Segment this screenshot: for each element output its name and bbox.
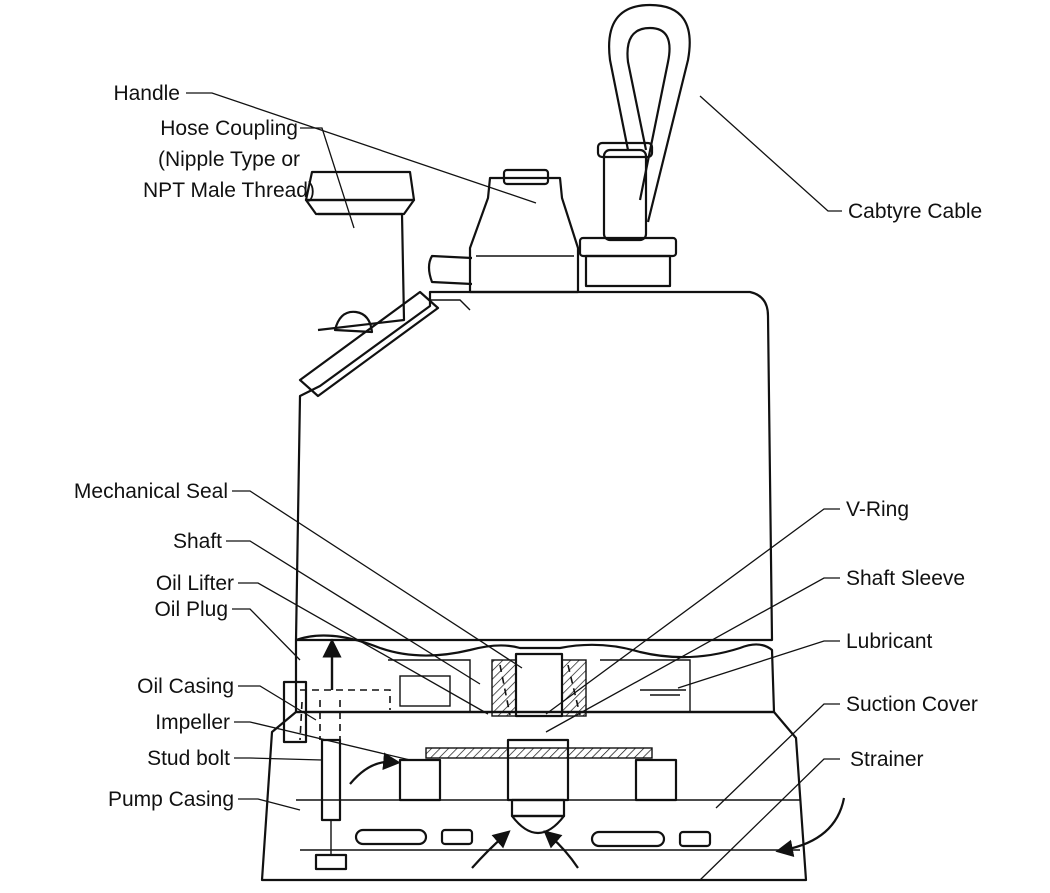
strainer-slots [354, 828, 712, 848]
cable-cap [578, 236, 678, 288]
label-hose-coupling-note-1: (Nipple Type or [158, 148, 300, 171]
cable-loop [608, 3, 691, 223]
flow-arrows [349, 752, 846, 869]
motor-housing [294, 290, 774, 642]
label-impeller: Impeller [155, 711, 230, 734]
label-mechanical-seal: Mechanical Seal [74, 480, 228, 503]
impeller-shape [398, 738, 678, 834]
label-handle: Handle [113, 82, 180, 105]
label-strainer: Strainer [850, 748, 924, 771]
label-suction-cover: Suction Cover [846, 693, 978, 716]
label-stud-bolt: Stud bolt [147, 747, 230, 770]
hose-coupling-body [298, 170, 440, 398]
label-lubricant: Lubricant [846, 630, 933, 653]
label-hose-coupling-note-2: NPT Male Thread) [143, 179, 315, 202]
label-oil-casing: Oil Casing [137, 675, 234, 698]
cable-gland [596, 141, 654, 242]
label-shaft-sleeve: Shaft Sleeve [846, 567, 965, 590]
side-grip [427, 254, 473, 286]
label-pump-casing: Pump Casing [108, 788, 234, 811]
label-hose-coupling: Hose Coupling [160, 117, 298, 140]
label-v-ring: V-Ring [846, 498, 909, 521]
lower-section [282, 634, 776, 744]
label-shaft: Shaft [173, 530, 222, 553]
handle-cap [468, 168, 580, 294]
label-oil-lifter: Oil Lifter [156, 572, 234, 595]
label-cabtyre-cable: Cabtyre Cable [848, 200, 982, 223]
label-oil-plug: Oil Plug [154, 598, 228, 621]
leader-lines [186, 92, 842, 881]
pump-casing-outline [260, 710, 808, 882]
